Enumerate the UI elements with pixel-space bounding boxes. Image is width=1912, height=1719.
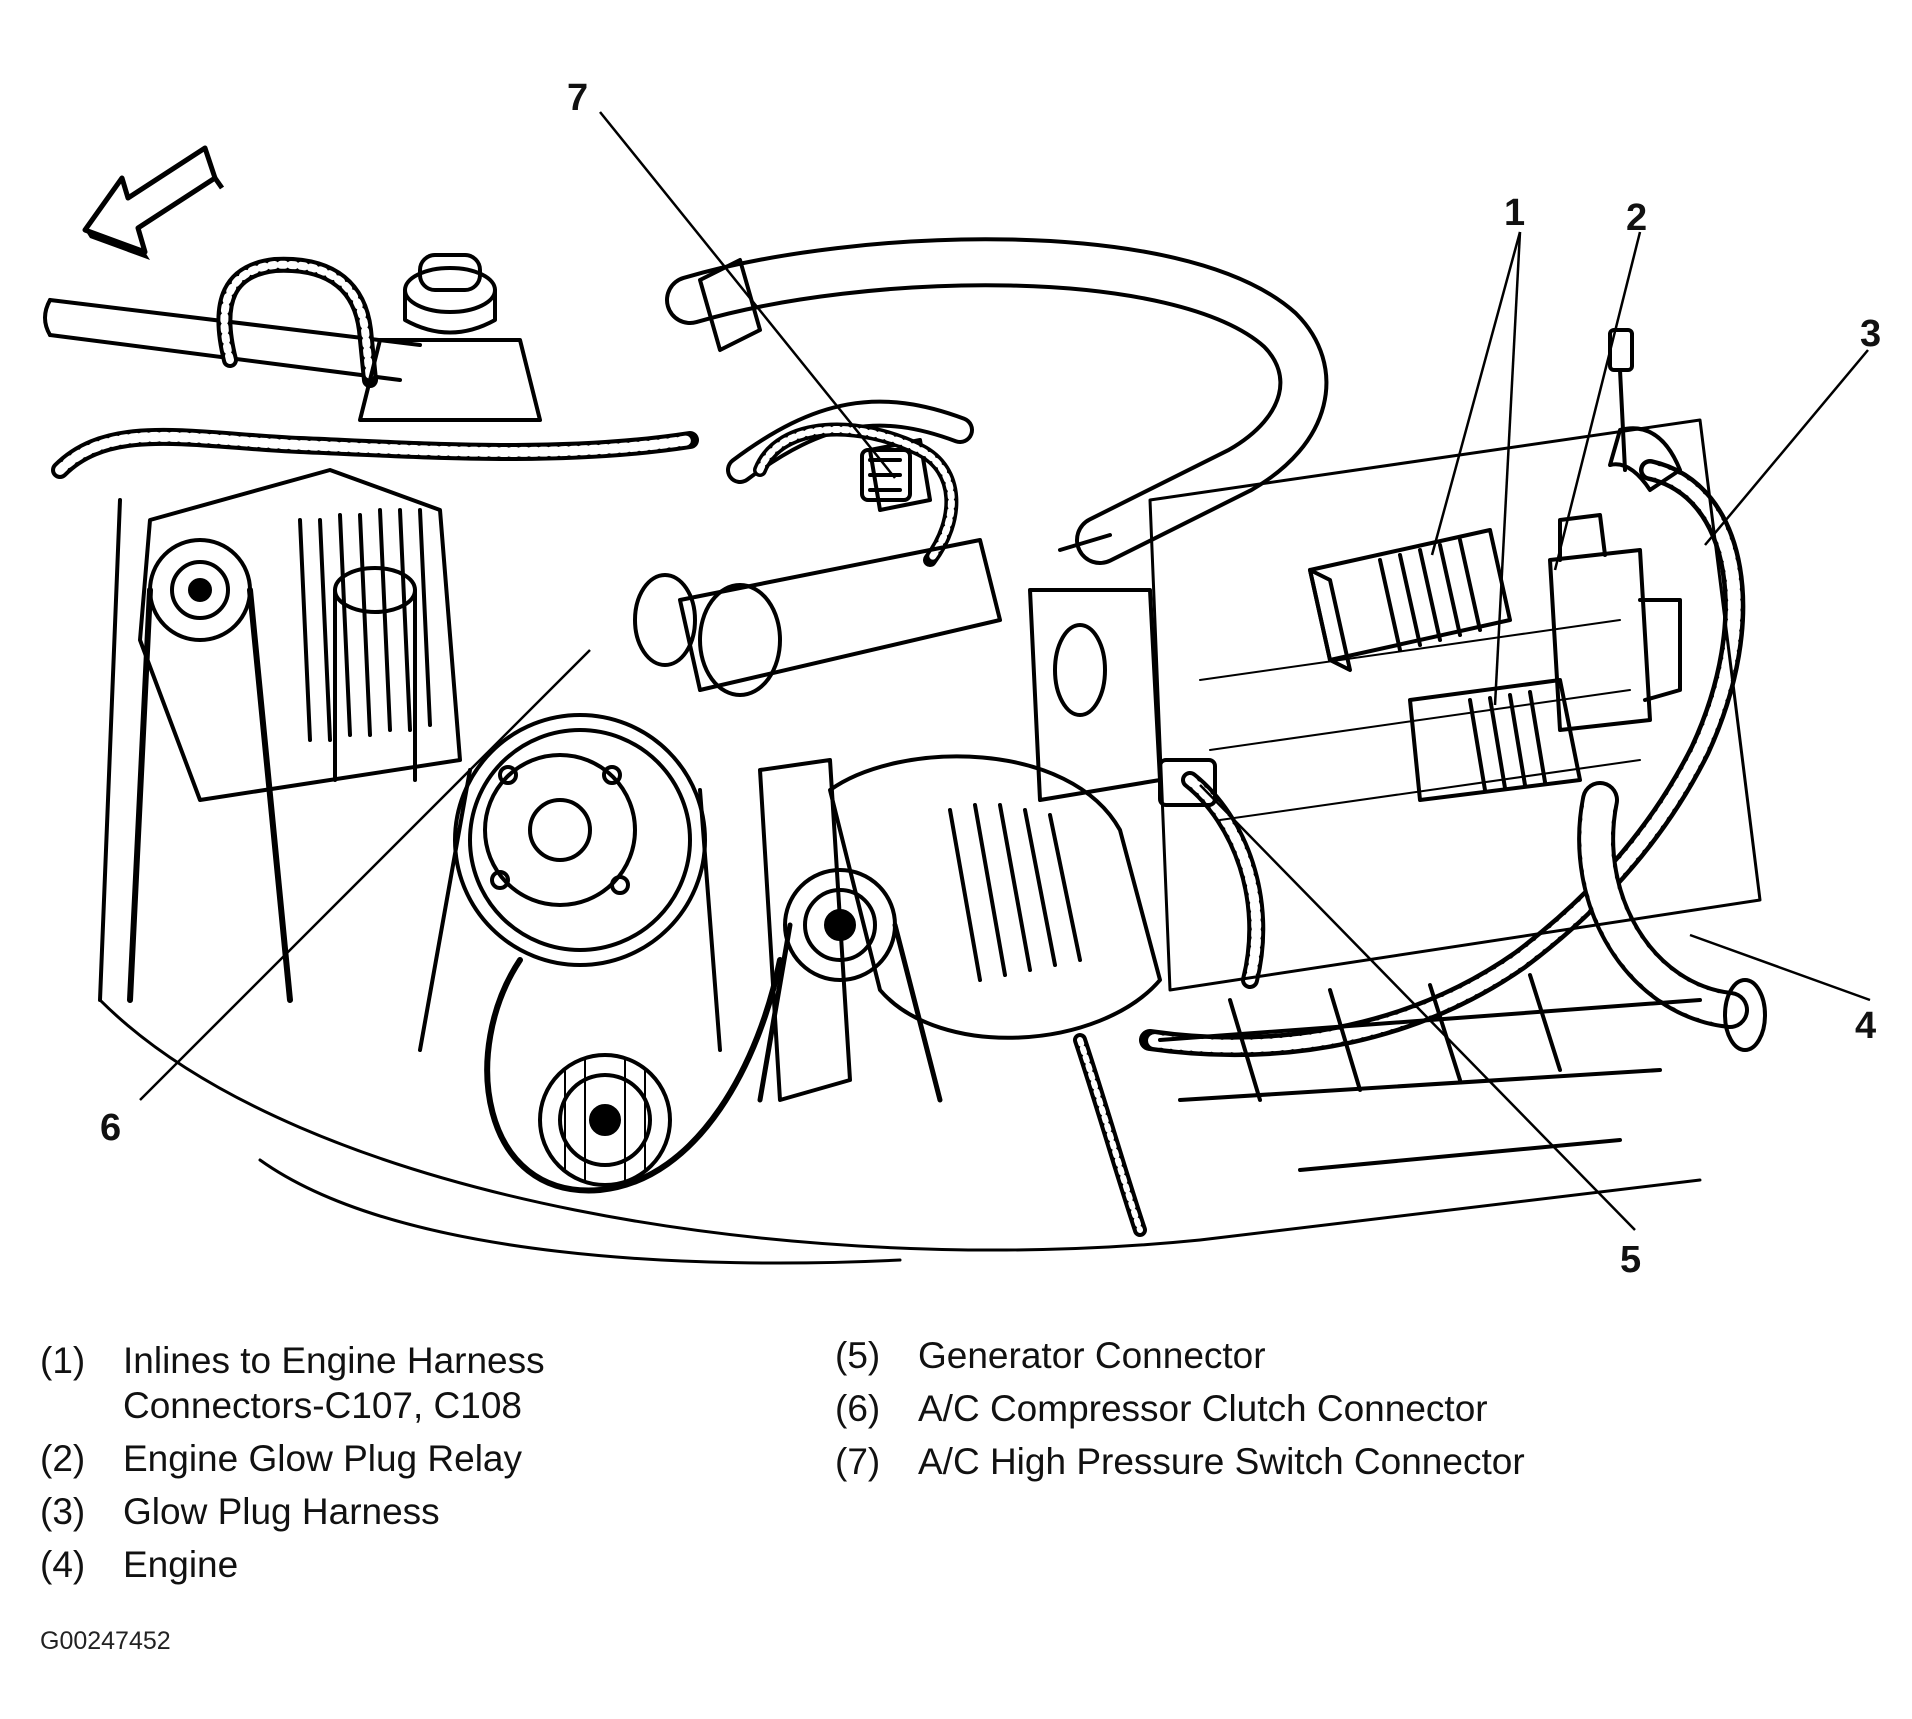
figure-id: G00247452 — [40, 1627, 171, 1655]
legend-line: Engine — [123, 1544, 239, 1585]
legend-text: Engine Glow Plug Relay — [123, 1436, 522, 1481]
legend-line: Connectors-C107, C108 — [123, 1385, 522, 1426]
legend-line: A/C High Pressure Switch Connector — [918, 1441, 1525, 1482]
legend-item-2: (2) Engine Glow Plug Relay — [40, 1436, 740, 1481]
legend-right: (5) Generator Connector (6) A/C Compress… — [835, 1333, 1835, 1484]
legend-num: (5) — [835, 1335, 881, 1376]
callout-2: 2 — [1626, 197, 1647, 239]
legend-text: A/C High Pressure Switch Connector — [918, 1439, 1525, 1484]
callouts: 7 1 2 3 4 5 6 — [100, 77, 1881, 1281]
callout-4: 4 — [1855, 1005, 1876, 1047]
legend-num: (7) — [835, 1441, 881, 1482]
legend-text: Engine — [123, 1542, 238, 1587]
legend-num: (1) — [40, 1340, 86, 1381]
legend-left: (1) Inlines to Engine Harness Connectors… — [40, 1338, 740, 1587]
legend-item-7: (7) A/C High Pressure Switch Connector — [835, 1439, 1835, 1484]
legend-num: (2) — [40, 1438, 86, 1479]
legend-item-6: (6) A/C Compressor Clutch Connector — [835, 1386, 1835, 1431]
legend-item-3: (3) Glow Plug Harness — [40, 1489, 740, 1534]
legend-item-4: (4) Engine — [40, 1542, 740, 1587]
legend-text: Inlines to Engine Harness Connectors-C10… — [123, 1338, 545, 1428]
engine-line-art — [43, 237, 1767, 1265]
callout-5: 5 — [1620, 1239, 1641, 1281]
legend-line: A/C Compressor Clutch Connector — [918, 1388, 1488, 1429]
callout-1: 1 — [1504, 192, 1525, 234]
callout-3: 3 — [1860, 313, 1881, 355]
legend-item-5: (5) Generator Connector — [835, 1333, 1835, 1378]
legend-text: Generator Connector — [918, 1333, 1266, 1378]
leader-lines — [139, 111, 1871, 1231]
legend-num: (4) — [40, 1544, 86, 1585]
legend-line: Inlines to Engine Harness — [123, 1340, 545, 1381]
callout-6: 6 — [100, 1107, 121, 1149]
legend-text: Glow Plug Harness — [123, 1489, 440, 1534]
legend-num: (6) — [835, 1388, 881, 1429]
legend-line: Generator Connector — [918, 1335, 1266, 1376]
direction-arrow-icon — [82, 145, 225, 260]
legend-line: Glow Plug Harness — [123, 1491, 440, 1532]
legend-text: A/C Compressor Clutch Connector — [918, 1386, 1488, 1431]
callout-7: 7 — [567, 77, 588, 119]
legend-num: (3) — [40, 1491, 86, 1532]
legend-item-1: (1) Inlines to Engine Harness Connectors… — [40, 1338, 740, 1428]
legend-line: Engine Glow Plug Relay — [123, 1438, 522, 1479]
